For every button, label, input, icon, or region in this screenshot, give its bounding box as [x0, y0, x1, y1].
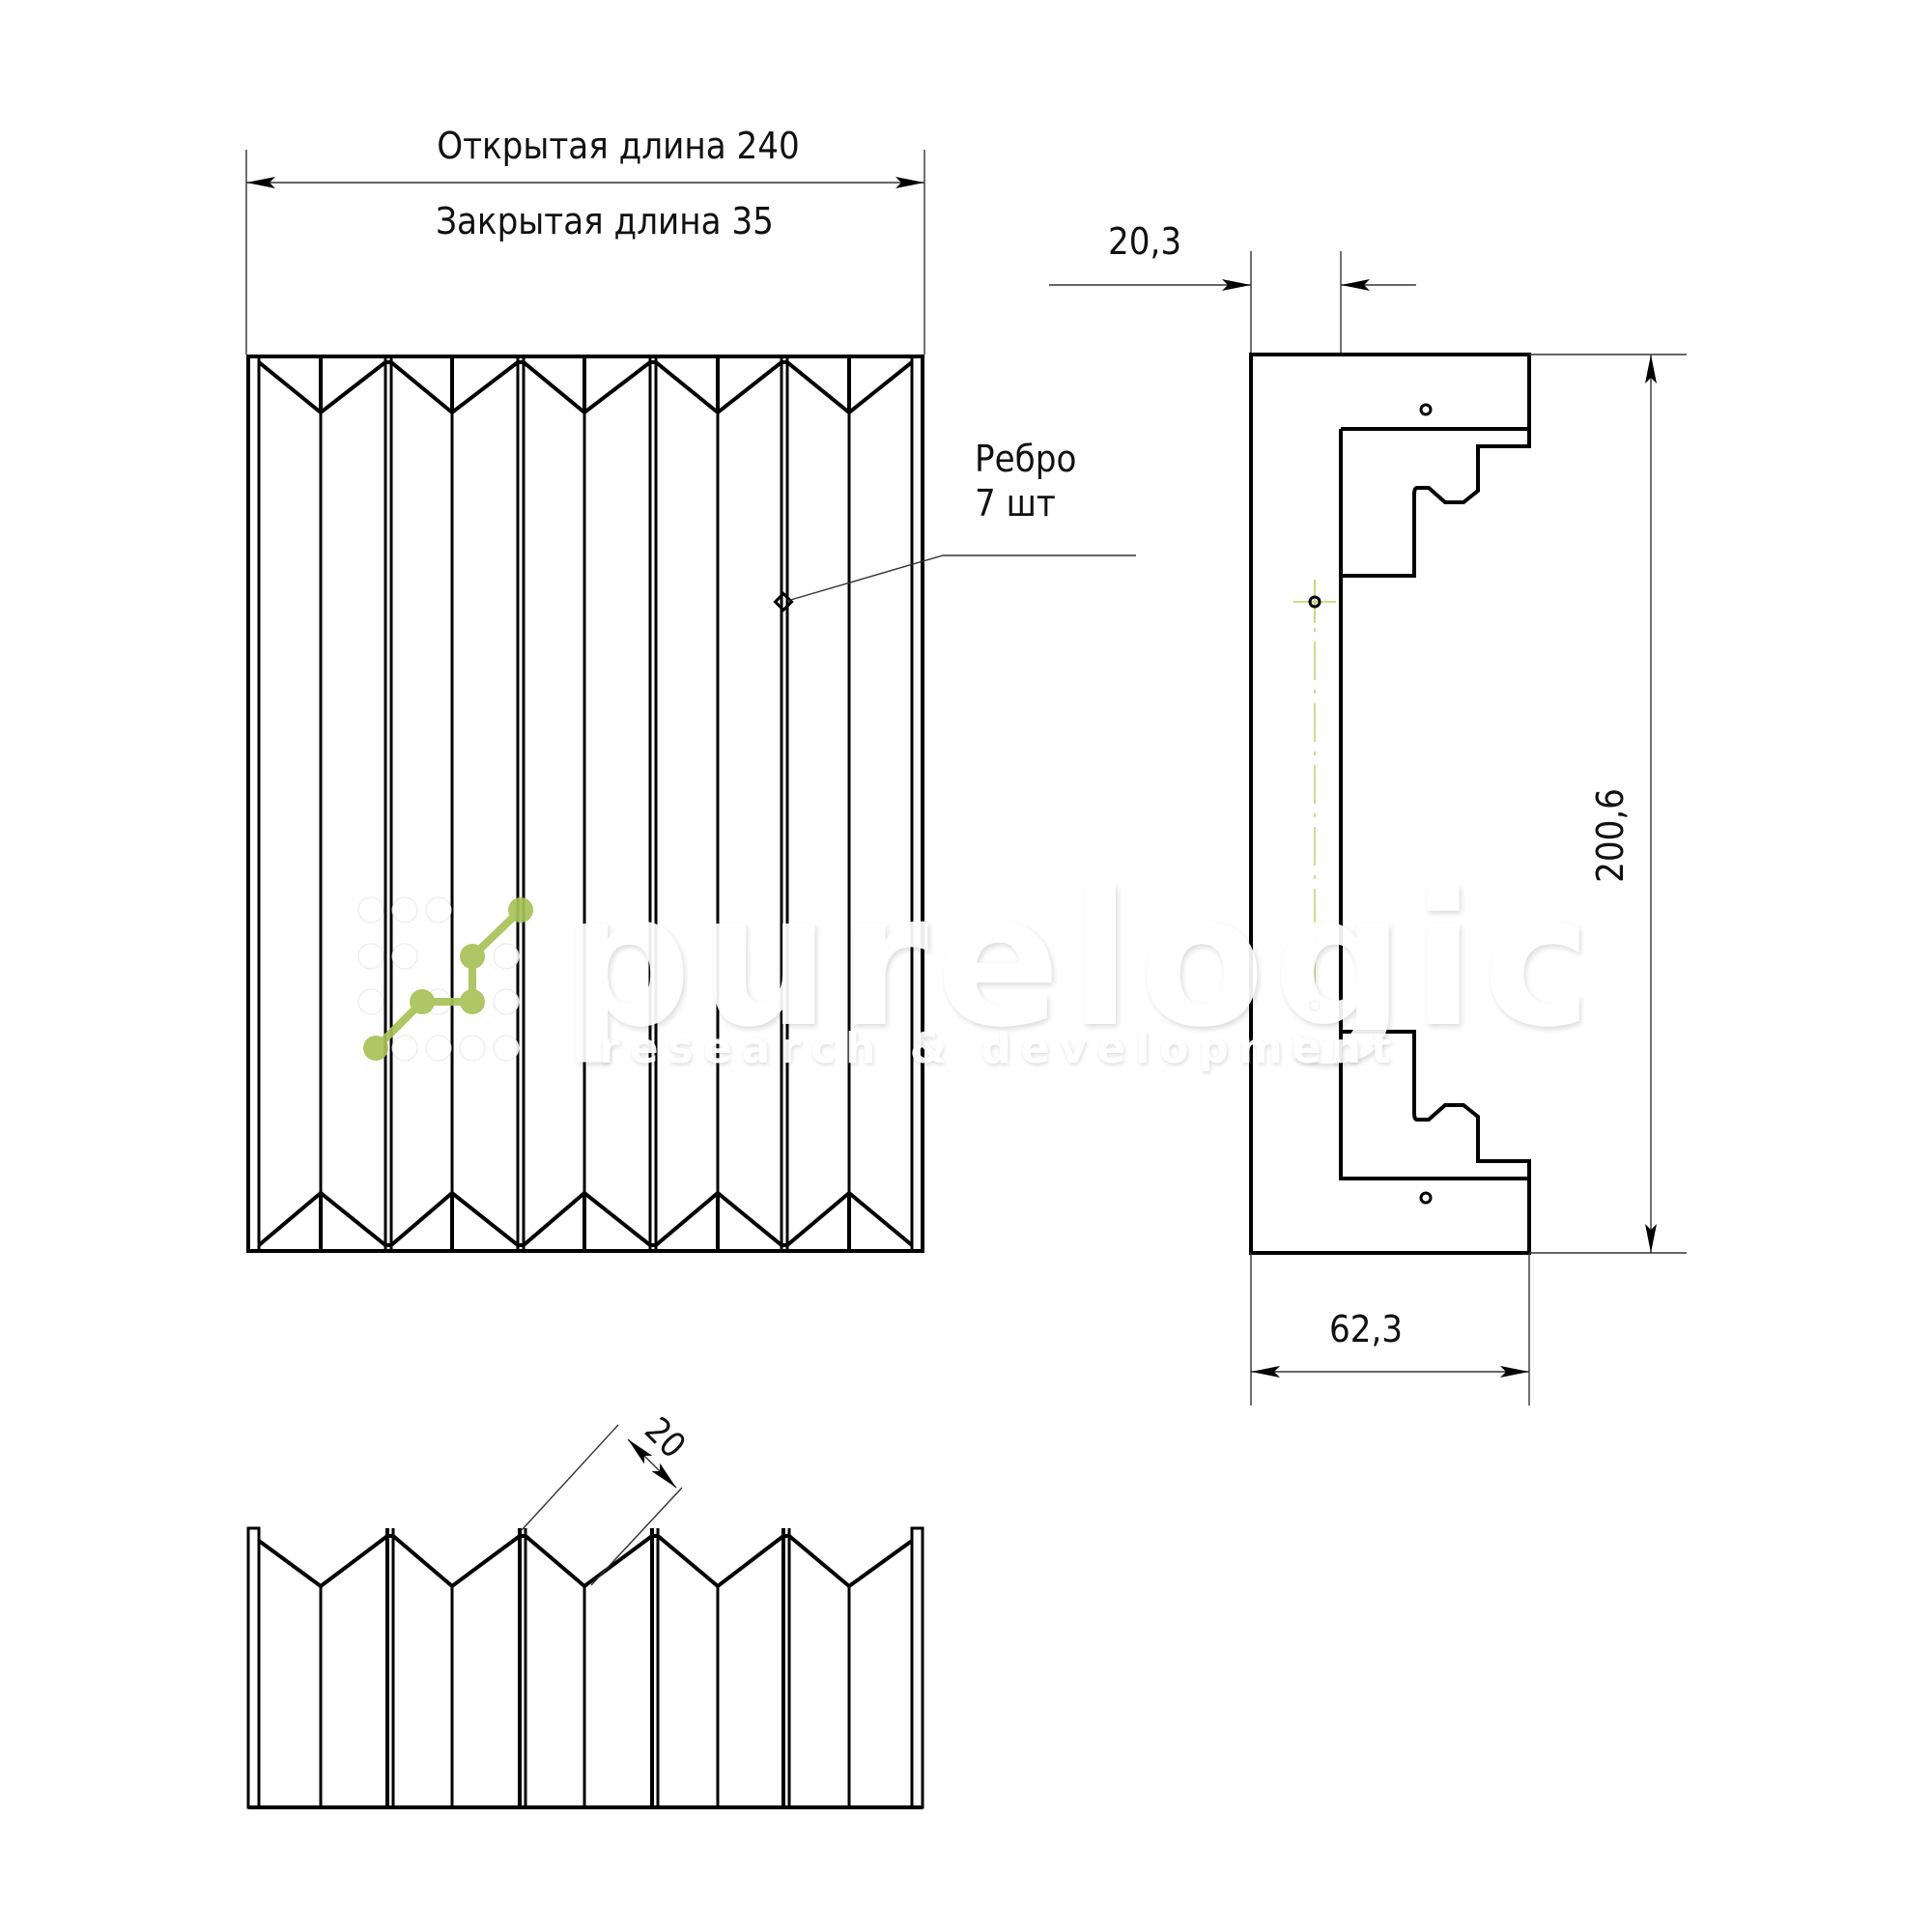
front-view [245, 150, 1136, 1253]
rib-leader-line [786, 554, 1136, 602]
side-view [1049, 251, 1687, 1406]
watermark-tagline: research & development [599, 1024, 1401, 1073]
mount-hole-bottom-icon [1419, 1191, 1433, 1205]
pitch-label: 20 [637, 1410, 693, 1466]
pleat-ribs [384, 356, 789, 1251]
rib-callout-line1: Ребро [975, 438, 1076, 480]
section-view [246, 1424, 924, 1809]
purelogic-watermark: purelogic research & development [357, 854, 1599, 1073]
section-zigzag [257, 1534, 914, 1589]
rib-callout-line2: 7 шт [975, 482, 1056, 525]
rib-marker-icon [773, 591, 794, 612]
height-label: 200,6 [1589, 788, 1632, 883]
open-length-label: Открытая длина 240 [437, 125, 800, 167]
pitch-dimension-line [627, 1438, 677, 1489]
side-view-outline [1249, 353, 1531, 1255]
watermark-logo-icon [373, 907, 524, 1051]
rib-point-top-icon [1308, 595, 1321, 609]
pleat-folds [319, 412, 851, 1193]
depth-label: 62,3 [1329, 1308, 1403, 1350]
flange-offset-label: 20,3 [1108, 220, 1181, 263]
rib-point-bottom-icon [1309, 1000, 1321, 1011]
closed-length-label: Закрытая длина 35 [436, 200, 774, 242]
watermark-brand: purelogic [560, 854, 1599, 1067]
mount-hole-top-icon [1419, 403, 1433, 416]
